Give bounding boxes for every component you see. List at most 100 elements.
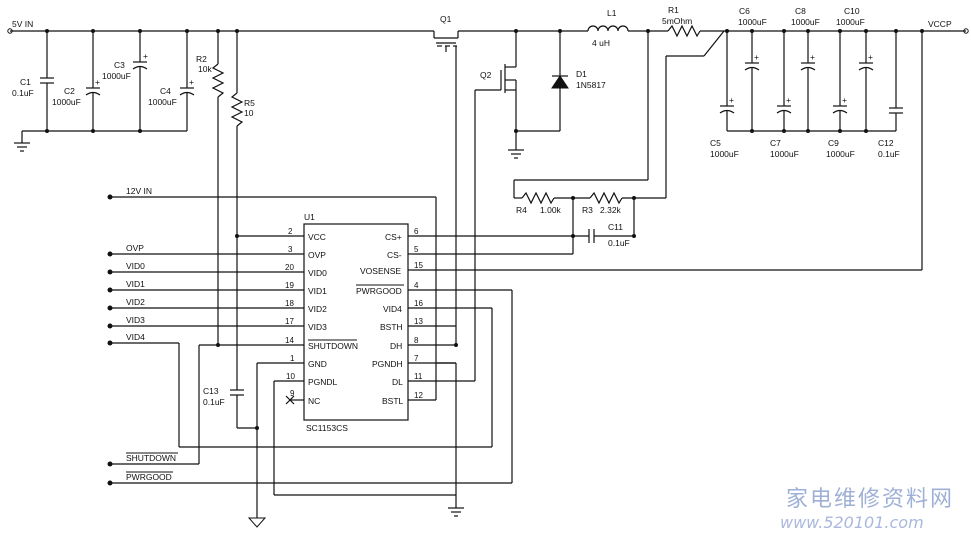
c10-ref: C10 [844, 6, 860, 16]
capacitor-c10: + C10 1000uF [836, 6, 874, 131]
c12-value: 0.1uF [878, 149, 900, 159]
net-5v-in: 5V IN [7, 19, 434, 34]
capacitor-c13: C13 0.1uF [203, 386, 257, 429]
r2-ref: R2 [196, 54, 207, 64]
resistor-r5: R5 10 [230, 31, 255, 390]
left-signal-inputs: 12V IN OVP VID0 VID1 VID2 VID3 VID4 SHUT… [107, 186, 513, 486]
pin-name-vid1: VID1 [308, 286, 327, 296]
pin-name-vcc: VCC [308, 232, 326, 242]
r3-ref: R3 [582, 205, 593, 215]
pin-num-7: 7 [414, 354, 419, 363]
c12-ref: C12 [878, 138, 894, 148]
ground-symbol-switch [508, 149, 524, 159]
resistor-r3: R3 2.32k [582, 191, 666, 215]
c4-value: 1000uF [148, 97, 177, 107]
svg-text:+: + [868, 52, 873, 62]
pin-name-gnd: GND [308, 359, 327, 369]
c13-ref: C13 [203, 386, 219, 396]
pin-name-bsth: BSTH [380, 322, 403, 332]
c7-value: 1000uF [770, 149, 799, 159]
svg-text:+: + [729, 95, 734, 105]
c11-ref: C11 [608, 222, 623, 232]
capacitor-c7: + C7 1000uF [770, 31, 799, 159]
d1-value: 1N5817 [576, 80, 606, 90]
inductor-l1: L1 4 uH [516, 8, 668, 48]
svg-text:+: + [810, 52, 815, 62]
net-label-vid3: VID3 [126, 315, 145, 325]
net-label-pwrgood: PWRGOOD [126, 472, 172, 482]
diode-d1: D1 1N5817 [551, 31, 606, 131]
pin-name-pgndl: PGNDL [308, 377, 338, 387]
c10-value: 1000uF [836, 17, 865, 27]
capacitor-c1: C1 0.1uF [12, 31, 54, 131]
capacitor-c12: C12 0.1uF [878, 31, 903, 159]
pin-num-17: 17 [285, 317, 294, 326]
pin-name-bstl: BSTL [382, 396, 404, 406]
c5-ref: C5 [710, 138, 721, 148]
watermark: 家电维修资料网 www.520101.com [780, 487, 952, 532]
r1-ref: R1 [668, 5, 679, 15]
pin-name-nc: NC [308, 396, 320, 406]
pin-num-15: 15 [414, 261, 423, 270]
capacitor-c5: + C5 1000uF [710, 31, 739, 159]
c6-value: 1000uF [738, 17, 767, 27]
c9-value: 1000uF [826, 149, 855, 159]
net-vccp: VCCP [928, 19, 969, 34]
pin-num-9: 9 [290, 389, 295, 398]
svg-text:+: + [754, 52, 759, 62]
pin-num-6: 6 [414, 227, 419, 236]
r2-value: 10k [198, 64, 212, 74]
c3-value: 1000uF [102, 71, 131, 81]
c9-ref: C9 [828, 138, 839, 148]
pin-num-19: 19 [285, 281, 294, 290]
c8-value: 1000uF [791, 17, 820, 27]
ic-u1: U1 SC1153CS [303, 212, 409, 433]
ground-symbol-gnd [247, 517, 267, 528]
ic-right-pins: 6 CS+ 5 CS- 15 VOSENSE 4 PWRGOOD 16 VID4… [356, 227, 512, 406]
svg-text:+: + [95, 77, 100, 87]
pin-name-ovp: OVP [308, 250, 326, 260]
net-label-vccp: VCCP [928, 19, 952, 29]
u1-ref: U1 [304, 212, 315, 222]
pin-name-dl: DL [392, 377, 403, 387]
watermark-url: www.520101.com [780, 513, 924, 532]
pin-name-vid3: VID3 [308, 322, 327, 332]
pin-num-3: 3 [288, 245, 293, 254]
c11-value: 0.1uF [608, 238, 630, 248]
ground-symbol-pgnd [448, 507, 464, 517]
capacitor-c11: C11 0.1uF [412, 198, 634, 248]
pin-num-8: 8 [414, 336, 419, 345]
q1-ref: Q1 [440, 14, 452, 24]
pin-num-10: 10 [286, 372, 295, 381]
pin-name-pwrgood: PWRGOOD [356, 286, 402, 296]
svg-text:+: + [786, 95, 791, 105]
pin-num-14: 14 [285, 336, 294, 345]
pin-name-vid2: VID2 [308, 304, 327, 314]
c7-ref: C7 [770, 138, 781, 148]
pin-num-12: 12 [414, 391, 423, 400]
c3-ref: C3 [114, 60, 125, 70]
c5-value: 1000uF [710, 149, 739, 159]
net-label-12v-in: 12V IN [126, 186, 152, 196]
r3-value: 2.32k [600, 205, 622, 215]
pin-name-vosense: VOSENSE [360, 266, 401, 276]
pin-name-shutdown: SHUTDOWN [308, 341, 358, 351]
net-label-ovp: OVP [126, 243, 144, 253]
pin-name-vid0: VID0 [308, 268, 327, 278]
pin-num-1: 1 [290, 354, 295, 363]
net-label-vid2: VID2 [126, 297, 145, 307]
pin-name-cs-plus: CS+ [385, 232, 402, 242]
pin-num-18: 18 [285, 299, 294, 308]
ic-left-pins: 2 VCC 3 OVP 20 VID0 19 VID1 18 VID2 17 V… [110, 227, 358, 406]
net-label-vid4: VID4 [126, 332, 145, 342]
c4-ref: C4 [160, 86, 171, 96]
net-label-vid0: VID0 [126, 261, 145, 271]
pin-name-dh: DH [390, 341, 402, 351]
pin-num-16: 16 [414, 299, 423, 308]
ground-symbol-input [14, 142, 30, 152]
capacitor-c6: + C6 1000uF [738, 6, 767, 131]
r1-value: 5mOhm [662, 16, 692, 26]
pin-num-2: 2 [288, 227, 293, 236]
mosfet-q2: Q2 [474, 31, 517, 381]
